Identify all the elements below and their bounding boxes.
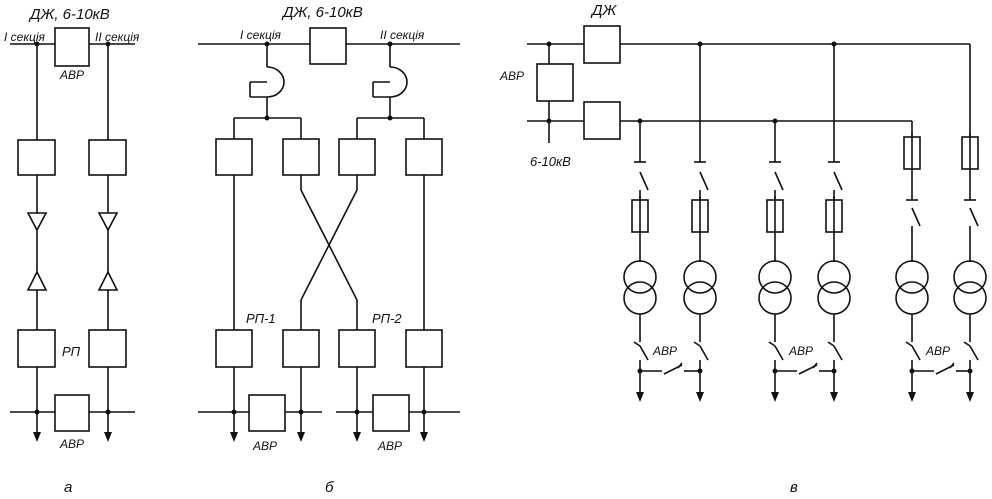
scheme-c-incoming-breaker2 [583, 101, 621, 140]
scheme-a-rp-label: РП [62, 344, 81, 359]
scheme-c-transformer-icon [817, 260, 851, 315]
scheme-b-rp2-breaker [338, 329, 376, 368]
scheme-b-section1-label: I секція [240, 28, 282, 42]
scheme-a-cable-end-icon [97, 212, 119, 232]
scheme-c-disconnector-icon [906, 173, 921, 262]
scheme-b-reactor1-icon [266, 66, 285, 98]
scheme-b-rp2-label: РП-2 [372, 311, 402, 326]
scheme-c-voltage-label: 6-10кВ [530, 154, 571, 169]
scheme-b: ДЖ, 6-10кВ I секція II секція [198, 4, 460, 496]
scheme-c-incoming-breaker1 [583, 25, 621, 64]
scheme-a-top-avr-switch [54, 27, 90, 67]
scheme-b-rp1-label: РП-1 [246, 311, 276, 326]
scheme-b-breaker [405, 138, 443, 176]
scheme-b-breaker [282, 138, 320, 176]
scheme-c-disconnector-icon [694, 161, 709, 200]
scheme-c-avr1-label: АВР [652, 344, 677, 358]
scheme-c-disconnector-icon [828, 161, 843, 200]
scheme-b-cross-cable [300, 189, 358, 301]
scheme-c-node [546, 118, 552, 124]
scheme-a-source-label: ДЖ, 6-10кВ [28, 6, 110, 23]
scheme-b-node [387, 115, 393, 121]
scheme-c-source-label: ДЖ [590, 2, 618, 19]
scheme-c: ДЖ АВР 6-10кВ [499, 2, 987, 496]
scheme-b-avr2-label: АВР [377, 439, 402, 453]
scheme-b-node [298, 409, 304, 415]
scheme-a-rp-breaker2 [88, 329, 127, 368]
scheme-c-transformer-icon [623, 260, 657, 315]
scheme-b-outgoing-arrow-icon [420, 432, 428, 442]
scheme-b-node [231, 409, 237, 415]
scheme-b-breaker [338, 138, 376, 176]
scheme-c-node [546, 41, 552, 47]
scheme-c-transformer-icon [683, 260, 717, 315]
scheme-b-rp2-breaker [405, 329, 443, 368]
scheme-c-avr-label: АВР [499, 69, 524, 83]
scheme-c-avr3-label: АВР [925, 344, 950, 358]
scheme-a-node [105, 409, 111, 415]
scheme-a-cable-end-icon [26, 212, 48, 232]
scheme-c-transformer-icon [758, 260, 792, 315]
scheme-b-source-label: ДЖ, 6-10кВ [281, 4, 363, 21]
scheme-a-feeder2-breaker [88, 139, 127, 176]
scheme-b-outgoing-arrow-icon [297, 432, 305, 442]
scheme-a-outgoing-arrow-icon [33, 432, 41, 442]
scheme-b-section2-label: II секція [380, 28, 425, 42]
scheme-a-bottom-avr-switch [54, 394, 90, 432]
scheme-c-caption: в [790, 479, 798, 496]
scheme-b-reactor2-icon [389, 66, 408, 98]
scheme-c-disconnector-icon [964, 173, 979, 262]
scheme-a-cable-end-icon [97, 270, 119, 291]
scheme-a-section1-label: I секція [4, 30, 46, 44]
scheme-b-breaker [215, 138, 253, 176]
scheme-c-transformer-icon [895, 260, 929, 315]
scheme-a-outgoing-arrow-icon [104, 432, 112, 442]
scheme-a-section2-label: II секція [95, 30, 140, 44]
scheme-b-outgoing-arrow-icon [230, 432, 238, 442]
scheme-b-caption: б [325, 479, 334, 496]
scheme-a-node [34, 409, 40, 415]
scheme-b-rp1-breaker [282, 329, 320, 368]
scheme-a: ДЖ, 6-10кВ I секція II секція АВР РП АВР [4, 6, 140, 496]
scheme-b-avr2-switch [372, 394, 410, 432]
scheme-b-rp1-breaker [215, 329, 253, 368]
scheme-b-node [354, 409, 360, 415]
scheme-a-cable-end-icon [26, 270, 48, 291]
scheme-a-caption: а [64, 479, 72, 496]
scheme-b-avr1-switch [248, 394, 286, 432]
scheme-c-avr2-label: АВР [788, 344, 813, 358]
scheme-c-transformer-icon [953, 260, 987, 315]
scheme-c-avr-switch [536, 63, 574, 102]
scheme-c-disconnector-icon [769, 161, 784, 200]
scheme-a-rp-breaker1 [17, 329, 56, 368]
scheme-b-top-avr-switch [309, 27, 347, 65]
scheme-c-disconnector-icon [634, 161, 649, 200]
scheme-a-bottom-avr-label: АВР [59, 437, 84, 451]
scheme-b-avr1-label: АВР [252, 439, 277, 453]
scheme-b-node [421, 409, 427, 415]
scheme-c-lv-group2 [768, 314, 843, 402]
scheme-b-node [264, 115, 270, 121]
scheme-a-top-avr-label: АВР [59, 68, 84, 82]
scheme-c-lv-group3 [905, 314, 979, 402]
scheme-a-feeder1-breaker [17, 139, 56, 176]
scheme-b-outgoing-arrow-icon [353, 432, 361, 442]
scheme-c-lv-group1 [633, 314, 709, 402]
